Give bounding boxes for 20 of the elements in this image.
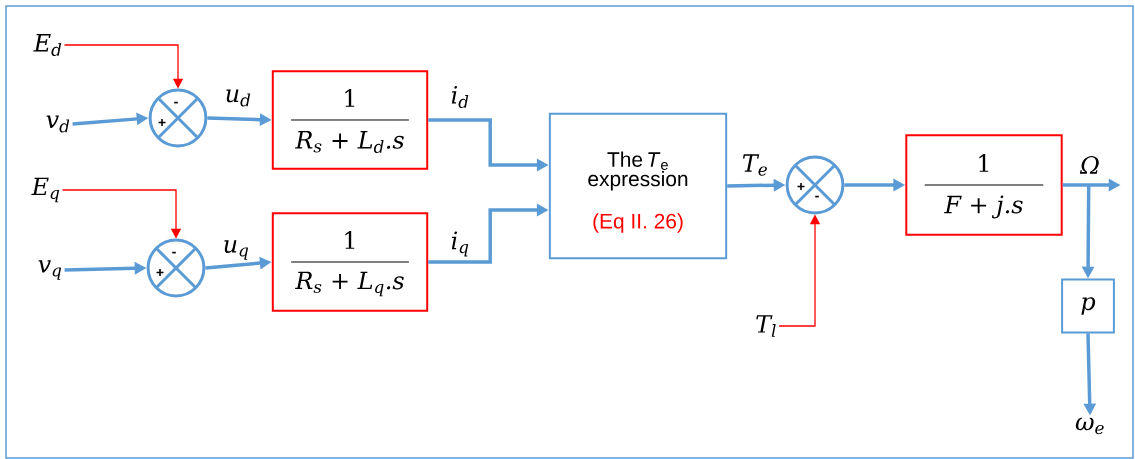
variable-label: E$_{q}$ <box>31 177 60 203</box>
transfer-function-block: 1 R$_{s}$ + L$_{d}$.s <box>271 70 429 170</box>
variable-label: T$_{l}$ <box>756 315 776 337</box>
variable-label: v$_{d}$ <box>46 115 70 133</box>
signal-label: u$_{q}$ <box>224 240 249 260</box>
signal-label: u$_{d}$ <box>226 89 251 107</box>
summing-junction: - + <box>148 88 208 148</box>
expression-block: The T$_{e}$ expression (Eq II. 26) <box>548 112 728 260</box>
signal-label: i$_{d}$ <box>451 86 469 108</box>
variable-label: ω$_{e}$ <box>1075 417 1104 435</box>
gain-block: p <box>1061 278 1115 334</box>
summing-junction: - + <box>146 238 206 298</box>
transfer-function-block: 1 F + j.s <box>905 134 1063 236</box>
signal-label: T$_{e}$ <box>742 154 767 176</box>
variable-label: E$_{d}$ <box>33 34 62 56</box>
summing-junction: + - <box>785 155 845 215</box>
signal-label: Ω <box>1079 156 1099 174</box>
variable-label: v$_{q}$ <box>38 260 62 280</box>
signal-label: i$_{q}$ <box>451 231 469 257</box>
transfer-function-block: 1 R$_{s}$ + L$_{q}$.s <box>271 212 429 312</box>
